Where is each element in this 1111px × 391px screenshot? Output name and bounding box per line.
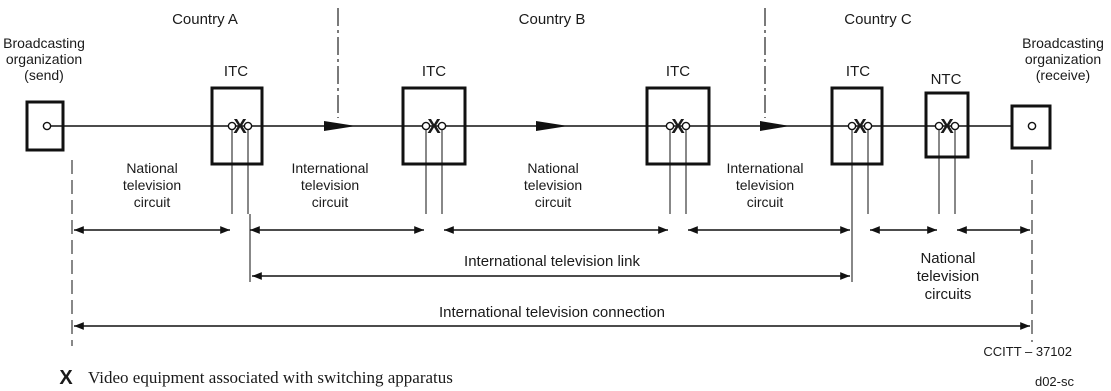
svg-text:(send): (send) bbox=[24, 67, 64, 83]
international-circuit-ab-label: International television circuit bbox=[291, 160, 368, 210]
national-circuit-b-label: National television circuit bbox=[524, 160, 582, 210]
svg-text:X: X bbox=[940, 116, 954, 138]
national-circuits-label: National television circuits bbox=[917, 250, 980, 303]
svg-text:X: X bbox=[233, 116, 247, 138]
direction-arrow-2 bbox=[536, 121, 568, 131]
svg-text:organization: organization bbox=[1025, 51, 1101, 67]
svg-text:X: X bbox=[427, 116, 441, 138]
svg-text:television: television bbox=[123, 177, 181, 193]
itc-label-3: ITC bbox=[666, 63, 690, 80]
send-endpoint-label: Broadcasting organization (send) bbox=[3, 35, 85, 83]
svg-text:X: X bbox=[853, 116, 867, 138]
svg-text:circuit: circuit bbox=[747, 194, 784, 210]
svg-text:National: National bbox=[920, 250, 975, 267]
country-a-label: Country A bbox=[172, 11, 238, 28]
file-reference: d02-sc bbox=[1035, 374, 1075, 389]
itc-label-1: ITC bbox=[224, 63, 248, 80]
svg-text:National: National bbox=[527, 160, 578, 176]
link-label: International television link bbox=[464, 253, 640, 270]
svg-text:organization: organization bbox=[6, 51, 82, 67]
svg-text:television: television bbox=[736, 177, 794, 193]
svg-text:X: X bbox=[671, 116, 685, 138]
svg-text:Broadcasting: Broadcasting bbox=[1022, 35, 1104, 51]
receive-box bbox=[1010, 104, 1052, 150]
country-b-label: Country B bbox=[519, 11, 586, 28]
svg-text:television: television bbox=[917, 268, 980, 285]
svg-text:television: television bbox=[301, 177, 359, 193]
svg-text:International: International bbox=[726, 160, 803, 176]
ntc-label: NTC bbox=[931, 71, 962, 88]
international-circuit-bc-label: International television circuit bbox=[726, 160, 803, 210]
legend-text: Video equipment associated with switchin… bbox=[88, 368, 453, 387]
receive-endpoint-label: Broadcasting organization (receive) bbox=[1022, 35, 1104, 83]
svg-text:circuit: circuit bbox=[312, 194, 349, 210]
direction-arrow-3 bbox=[760, 121, 790, 131]
itc-box-2: X bbox=[401, 86, 467, 214]
direction-arrow-1 bbox=[324, 121, 356, 131]
svg-text:International: International bbox=[291, 160, 368, 176]
itc-label-4: ITC bbox=[846, 63, 870, 80]
svg-text:circuit: circuit bbox=[535, 194, 572, 210]
svg-text:(receive): (receive) bbox=[1036, 67, 1090, 83]
figure-reference: CCITT – 37102 bbox=[983, 344, 1072, 359]
svg-text:television: television bbox=[524, 177, 582, 193]
send-box bbox=[25, 100, 75, 152]
ntc-box: X bbox=[924, 91, 970, 214]
country-c-label: Country C bbox=[844, 11, 912, 28]
itc-box-4: X bbox=[830, 86, 884, 214]
connection-label: International television connection bbox=[439, 304, 665, 321]
itc-box-1: X bbox=[210, 86, 264, 214]
svg-text:circuit: circuit bbox=[134, 194, 171, 210]
national-circuit-a-label: National television circuit bbox=[123, 160, 181, 210]
svg-text:circuits: circuits bbox=[925, 286, 972, 303]
svg-text:Broadcasting: Broadcasting bbox=[3, 35, 85, 51]
svg-text:National: National bbox=[126, 160, 177, 176]
itc-label-2: ITC bbox=[422, 63, 446, 80]
legend-symbol: X bbox=[59, 367, 73, 389]
itc-box-3: X bbox=[645, 86, 711, 214]
